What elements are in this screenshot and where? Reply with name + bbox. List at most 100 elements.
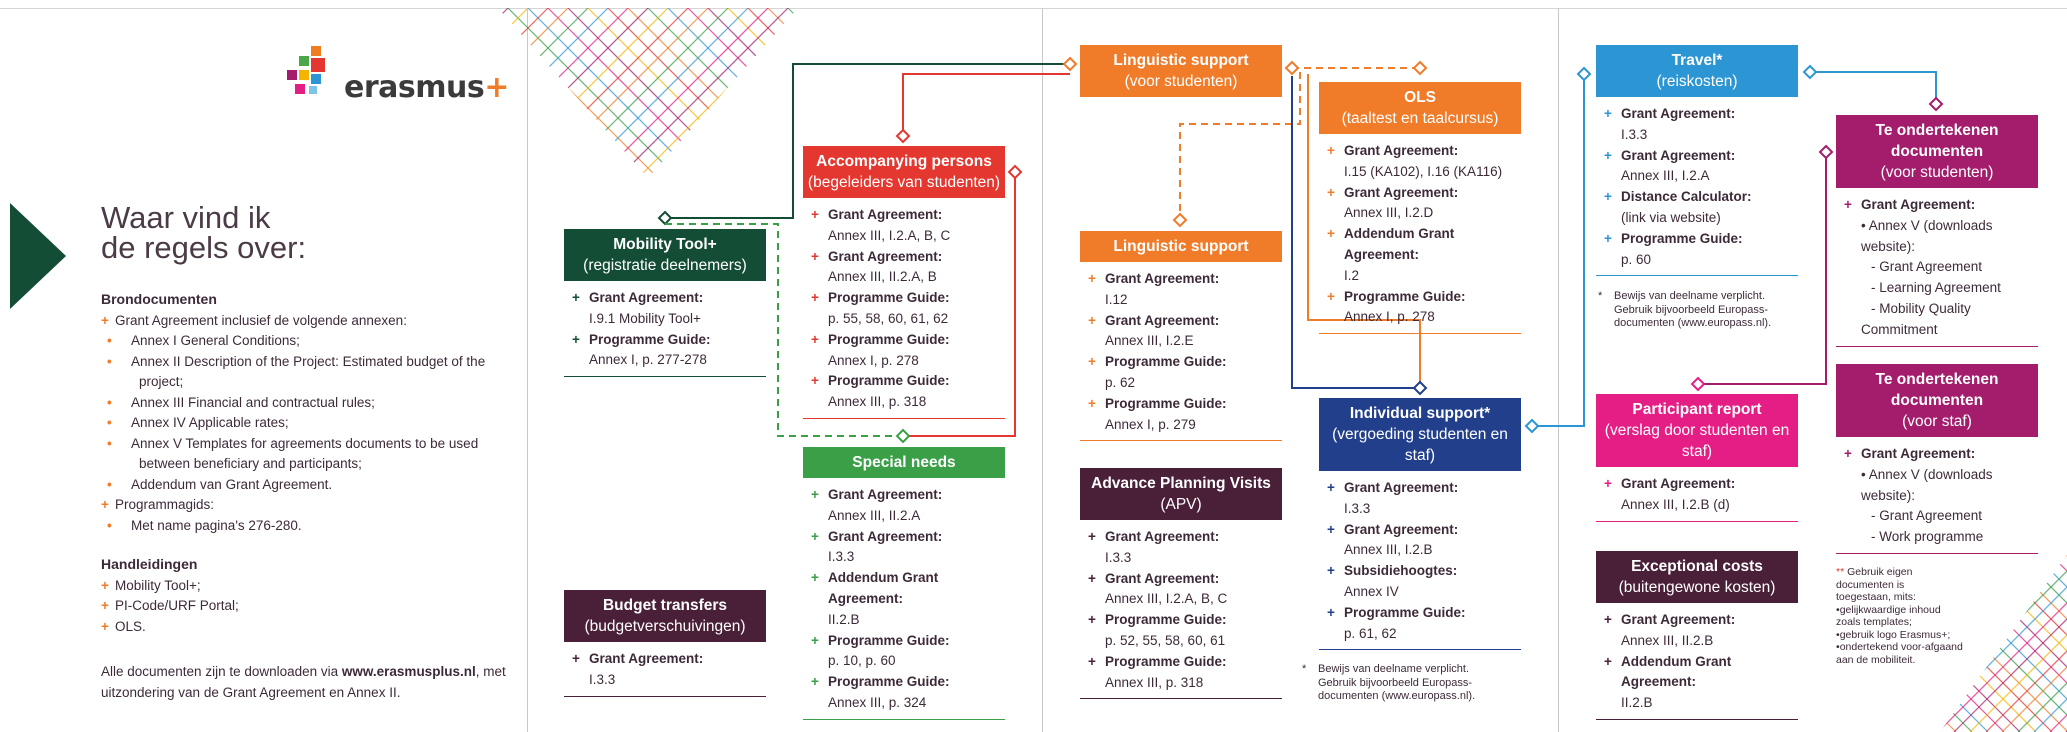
source-item: Programmagids: Met name pagina's 276-280. bbox=[101, 495, 501, 536]
reference-list: +Grant Agreement:Annex III, II.2.A+Grant… bbox=[803, 478, 1005, 720]
reference-item: +Addendum Grant Agreement:II.2.B bbox=[803, 568, 1005, 630]
reference-key: Programme Guide: bbox=[828, 331, 950, 347]
bullet-plus-icon: + bbox=[1604, 612, 1612, 627]
bullet-plus-icon: + bbox=[1327, 521, 1335, 537]
reference-item: +Grant Agreement:I.12 bbox=[1080, 269, 1282, 311]
box-header: Special needs bbox=[803, 447, 1005, 478]
reference-value: - Mobility Quality bbox=[1871, 300, 1971, 316]
mobility-tool-box: Mobility Tool+(registratie deelnemers)+G… bbox=[564, 229, 766, 378]
box-subtitle: (taaltest en taalcursus) bbox=[1341, 110, 1499, 127]
bullet-plus-icon: + bbox=[1088, 354, 1096, 370]
travel-footnote: *Bewijs van deelname verplicht.Gebruik b… bbox=[1598, 290, 1798, 331]
arrow-triangle-icon bbox=[10, 203, 66, 309]
reference-value: - Work programme bbox=[1871, 529, 1984, 545]
reference-item: +Grant Agreement:Annex III, I.2.E bbox=[1080, 311, 1282, 353]
reference-key: Grant Agreement: bbox=[1621, 147, 1736, 163]
bullet-plus-icon: + bbox=[811, 528, 819, 544]
source-item-label: Programmagids: bbox=[115, 497, 215, 512]
download-link[interactable]: www.erasmusplus.nl bbox=[341, 664, 476, 679]
bullet-plus-icon: + bbox=[1088, 612, 1096, 628]
bullet-plus-icon: + bbox=[1604, 653, 1612, 669]
reference-value: • Annex V (downloads bbox=[1861, 217, 1993, 233]
lattice-line bbox=[527, 8, 699, 178]
box-title: Budget transfers bbox=[602, 597, 728, 614]
travel-box: Travel*(reiskosten)+Grant Agreement:I.3.… bbox=[1596, 45, 1798, 277]
reference-list: +Grant Agreement:I.3.3+Grant Agreement:A… bbox=[1080, 520, 1282, 700]
reference-list: +Grant Agreement:I.12+Grant Agreement:An… bbox=[1080, 262, 1282, 442]
bullet-plus-icon: + bbox=[1604, 147, 1612, 163]
reference-value: I.2 bbox=[1344, 267, 1360, 283]
reference-key: Grant Agreement: bbox=[1344, 184, 1459, 200]
box-header: OLS(taaltest en taalcursus) bbox=[1319, 82, 1521, 134]
reference-key: Grant Agreement: bbox=[1621, 476, 1736, 491]
box-header: Te ondertekenen documenten(voor studente… bbox=[1836, 115, 2038, 188]
reference-value: Annex III, p. 318 bbox=[828, 394, 927, 410]
reference-list: +Grant Agreement:I.3.3+Grant Agreement:A… bbox=[1319, 471, 1521, 651]
source-sublist: Annex I General Conditions;Annex II Desc… bbox=[115, 331, 501, 495]
erasmus-logo: erasmus+ bbox=[287, 46, 509, 105]
reference-item: + Grant Agreement: Annex III, I.2.A bbox=[1596, 146, 1798, 188]
bullet-plus-icon: + bbox=[572, 331, 580, 347]
reference-value: Annex III, I.2.A bbox=[1621, 168, 1710, 184]
lattice-line bbox=[1940, 555, 2005, 732]
exceptional-costs-box: Exceptional costs(buitengewone kosten)+G… bbox=[1596, 551, 1798, 720]
box-title: Advance Planning Visits bbox=[1091, 475, 1271, 492]
bullet-plus-icon: + bbox=[572, 651, 580, 666]
bullet-plus-icon: + bbox=[811, 487, 819, 502]
bullet-plus-icon: + bbox=[811, 331, 819, 347]
footnote-line: Bewijs van deelname verplicht. bbox=[1318, 663, 1470, 675]
reference-value: (link via website) bbox=[1621, 209, 1721, 225]
box-title: Te ondertekenen documenten bbox=[1875, 371, 1999, 409]
reference-value: I.12 bbox=[1105, 291, 1128, 307]
reference-item: +Grant Agreement:I.3.3 bbox=[803, 527, 1005, 569]
reference-value: p. 55, 58, 60, 61, 62 bbox=[828, 310, 949, 326]
bullet-plus-icon: + bbox=[1327, 288, 1335, 304]
source-sublist: Met name pagina's 276-280. bbox=[115, 516, 501, 537]
footnote-condition: ondertekend voor-afgaand aan de mobilite… bbox=[1836, 641, 1966, 666]
box-title: Travel* bbox=[1671, 52, 1723, 69]
reference-item: +Programme Guide:p. 62 bbox=[1080, 352, 1282, 394]
reference-item: +Programme Guide:Annex I, p. 279 bbox=[1080, 394, 1282, 436]
footnote-line: documenten (www.europass.nl). bbox=[1614, 317, 1772, 329]
reference-value: website): bbox=[1861, 487, 1916, 503]
reference-item: +Addendum Grant Agreement:II.2.B bbox=[1596, 652, 1798, 714]
accompanying-persons-box: Accompanying persons(begeleiders van stu… bbox=[803, 146, 1005, 419]
reference-key: Grant Agreement: bbox=[1344, 521, 1459, 537]
reference-item: +Grant Agreement:I.3.3 bbox=[564, 649, 766, 691]
box-header: Te ondertekenen documenten(voor staf) bbox=[1836, 364, 2038, 437]
reference-key: Programme Guide: bbox=[828, 290, 950, 306]
reference-value: p. 60 bbox=[1621, 251, 1652, 267]
reference-value: II.2.B bbox=[828, 611, 860, 627]
bullet-plus-icon: + bbox=[1604, 189, 1612, 205]
box-subtitle: (verslag door studenten en staf) bbox=[1604, 422, 1790, 460]
manual-item: Mobility Tool+; bbox=[101, 576, 501, 597]
bullet-plus-icon: + bbox=[1844, 197, 1852, 212]
reference-value: website): bbox=[1861, 238, 1916, 254]
reference-item: +Programme Guide:Annex III, p. 318 bbox=[803, 371, 1005, 413]
reference-value: Annex III, II.2.A, B bbox=[828, 269, 937, 285]
footnote-marker: ** bbox=[1836, 566, 1848, 578]
download-note: Alle documenten zijn te downloaden via w… bbox=[101, 664, 506, 700]
logo-wordmark: erasmus+ bbox=[344, 70, 509, 105]
reference-key: Grant Agreement: bbox=[1105, 570, 1220, 586]
box-header: Individual support*(vergoeding studenten… bbox=[1319, 398, 1521, 471]
bullet-plus-icon: + bbox=[1327, 143, 1335, 158]
reference-item: +Grant Agreement:Annex III, I.2.B (d) bbox=[1596, 474, 1798, 516]
sign-documents-staff-box: Te ondertekenen documenten(voor staf)+Gr… bbox=[1836, 364, 2038, 554]
box-title: Accompanying persons bbox=[816, 153, 992, 170]
bullet-plus-icon: + bbox=[1327, 226, 1335, 242]
source-item-label: Grant Agreement inclusief de volgende an… bbox=[115, 312, 407, 328]
box-header: Participant report(verslag door studente… bbox=[1596, 394, 1798, 467]
reference-item: +Programme Guide:Annex III, p. 324 bbox=[803, 672, 1005, 714]
reference-key: Programme Guide: bbox=[1105, 354, 1227, 370]
lattice-line bbox=[617, 8, 789, 178]
lattice-line bbox=[1940, 555, 2067, 732]
lattice-line bbox=[727, 8, 798, 178]
lattice-line bbox=[1985, 555, 2067, 732]
reference-value: p. 52, 55, 58, 60, 61 bbox=[1105, 632, 1226, 648]
manual-item: OLS. bbox=[101, 617, 501, 638]
source-subitem: Annex I General Conditions; bbox=[115, 331, 501, 352]
bullet-plus-icon: + bbox=[811, 373, 819, 389]
box-title: Individual support* bbox=[1349, 405, 1491, 422]
